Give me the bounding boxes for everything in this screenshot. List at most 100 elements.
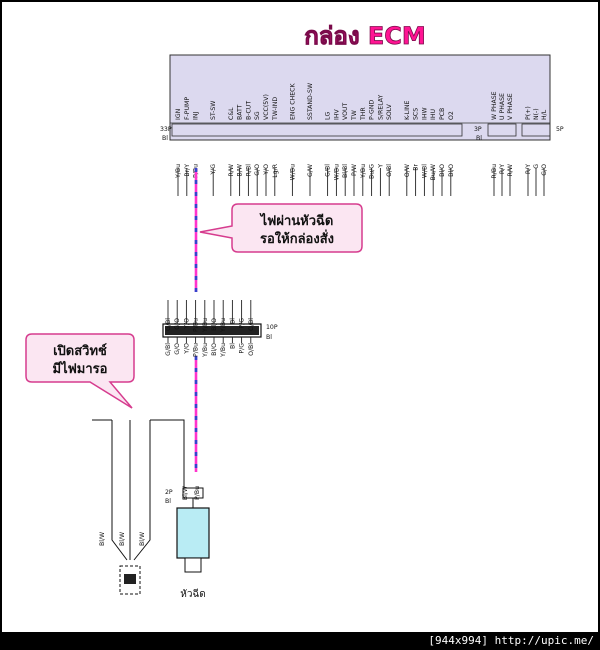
c10-bottom-label-0: G/Bl <box>165 343 172 356</box>
ecm-pin-29: IHU <box>430 109 437 120</box>
ecm-right-pin-2: H/L <box>541 109 548 120</box>
switch-wire-label-2: Bl/W <box>139 532 146 546</box>
ecm-pin-31: O2 <box>448 111 455 120</box>
ecm-pin-28: IHW <box>421 107 428 120</box>
ecm-pin-21: THR <box>360 107 367 121</box>
ecm-wire-label-27: Br <box>413 164 420 171</box>
ecm-wire-label-4: Y/G <box>210 164 217 176</box>
ecm-wire-label-0: Y/Bu <box>175 164 182 179</box>
ecm-wire-label-24: O/Bl <box>386 164 393 177</box>
injector-label: หัวฉีด <box>180 588 206 600</box>
switch-wire-label-1: Bl/W <box>119 532 126 546</box>
c10-top-label-6: Y/Bu <box>220 318 227 333</box>
injector-wire-label-1: P/Bu <box>194 486 201 500</box>
ecm-pin-2: INJ <box>193 112 200 120</box>
c10-bottom-label-9: O/Bl <box>248 343 255 356</box>
callout-injector-note: ไฟผ่านหัวฉีด รอให้กล่องสั่ง <box>199 203 363 253</box>
ecm-pin-1: F-PUMP <box>184 97 191 120</box>
ecm-pin-11: TW-IND <box>272 97 279 121</box>
ecm-pin-6: C&L <box>228 107 235 120</box>
ecm-wire-label-17: G/Bl <box>325 164 332 177</box>
ecm-wire-label-31: Bl/O <box>448 164 455 177</box>
ecm-wire-label-28: W/Bl <box>421 164 428 178</box>
connector-10p-face <box>165 326 259 335</box>
ecm-wire-label-22: Bu/G <box>369 164 376 179</box>
connector-5p-outline <box>521 123 551 137</box>
ecm-wire-label-10: Y/O <box>263 164 270 176</box>
ignition-switch: Bl/W Bl/W Bl/W <box>92 419 185 595</box>
c10-top-label-7: Bl <box>229 318 236 324</box>
ecm-wire-label-30: Bl/O <box>439 164 446 177</box>
connector-3p-outline <box>487 123 517 137</box>
ecm-wire-label-6: R/W <box>228 164 235 177</box>
ecm-pin-17: LG <box>325 112 332 120</box>
ecm-pin-4: ST-SW <box>210 101 217 120</box>
c10-bottom-label-7: Bl <box>229 343 236 349</box>
ecm-wire-label-8: R/Bl <box>245 164 252 177</box>
connector-33p-outline <box>171 123 463 137</box>
ecm-wire-label-18: W/Bu <box>333 164 340 180</box>
ecm-pin-10: VCC(5V) <box>263 94 270 120</box>
connector-3p-label: 3P <box>474 126 482 133</box>
ecm-pin-24: SOLV <box>386 103 393 120</box>
ecm-title: กล่อง ECM <box>304 22 426 50</box>
connector-5p-label: 5P <box>556 126 564 133</box>
ecm-pin-18: IHV <box>333 109 340 120</box>
injector-connector-label: 2P <box>165 489 173 496</box>
connector-33p-label: 33P <box>160 126 172 133</box>
ecm-pin-9: SG <box>254 111 261 120</box>
ecm-wire-label-29: Bu/W <box>430 164 437 180</box>
ecm-pin-19: VOUT <box>342 102 349 120</box>
ecm-pin-22: P-GND <box>369 100 376 120</box>
ecm-wire-label-21: Y/Bu <box>360 164 367 179</box>
ecm-right-wire-2: G/O <box>541 164 548 176</box>
connector-3p-color: Bl <box>476 135 482 142</box>
c10-top-label-1: G/O <box>174 318 181 330</box>
callout-switch-note: เปิดสวิทช์ มีไฟมารอ <box>25 333 135 409</box>
ecm-wire-label-20: P/W <box>351 164 358 176</box>
image-host-footer: [944x994] http://upic.me/ <box>0 632 600 650</box>
c10-bottom-label-2: Y/O <box>183 343 190 355</box>
injector-wire-label-0: Bl/W <box>182 486 189 500</box>
ecm-wire-label-7: B/W <box>237 164 244 176</box>
ecm-wire-label-15: G/W <box>307 164 314 177</box>
connector-10p-label: 10P <box>266 324 278 331</box>
c10-top-label-5: Bl/O <box>211 318 218 331</box>
ecm-wire-label-26: O/W <box>404 164 411 177</box>
switch-note-line2: มีไฟมารอ <box>53 360 108 377</box>
c10-bottom-label-5: Bl/O <box>211 343 218 356</box>
c10-top-label-2: Y/O <box>183 318 190 330</box>
switch-wire-2 <box>133 419 185 561</box>
switch-wire-0 <box>111 420 128 561</box>
injector-tip <box>184 557 202 573</box>
injector: Bl/W P/Bu <box>176 470 210 573</box>
c10-bottom-label-6: Y/Bu <box>220 343 227 358</box>
connector-10p-color: Bl <box>266 334 272 341</box>
injector-note-line2: รอให้กล่องสั่ง <box>260 229 334 247</box>
ecm-wire-label-1: Br/Y <box>184 164 191 177</box>
switch-contact <box>124 574 136 584</box>
ecm-pin-13: ENG CHECK <box>289 82 296 120</box>
switch-wire-label-0: Bl/W <box>99 532 106 546</box>
c10-bottom-label-8: P/G <box>239 343 246 354</box>
ecm-phase-pin-1: U PHASE <box>499 93 506 120</box>
ecm-right-wire-1: G <box>533 164 540 169</box>
ecm-pin-8: B-CUT <box>245 101 252 120</box>
ecm-pin-7: BATT <box>237 104 244 120</box>
ecm-phase-wire-1: R/Y <box>499 164 506 174</box>
ecm-pin-0: IGN <box>175 108 182 120</box>
ecm-box <box>169 54 551 141</box>
ecm-pin-20: TW <box>351 110 358 121</box>
ecm-pin-26: K-LINE <box>404 100 411 120</box>
ecm-wire-label-9: G/O <box>254 164 261 176</box>
ecm-right-wire-0: R/Y <box>525 164 532 174</box>
c10-top-label-9: O/Bl <box>248 318 255 331</box>
injector-body <box>176 507 210 559</box>
ecm-pin-23: S/RELAY <box>377 94 384 120</box>
c10-top-label-8: P/G <box>239 318 246 329</box>
ecm-wire-stubs: Y/BuBr/YP/BuY/GR/WB/WR/BlG/OY/OLg/RW/BuG… <box>175 163 548 196</box>
connector-33p-color: Bl <box>162 135 168 142</box>
